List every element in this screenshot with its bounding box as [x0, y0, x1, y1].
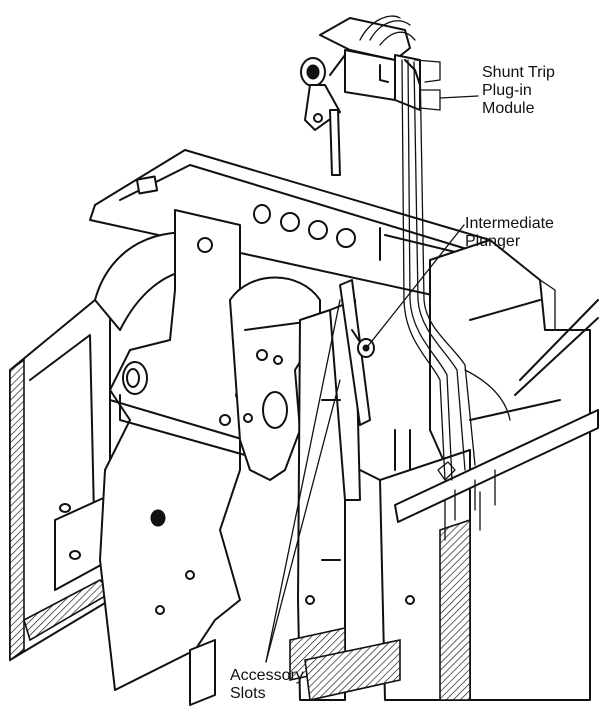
housing-top — [89, 149, 491, 301]
leader-accessory-slots-1 — [265, 299, 341, 663]
leader-lines — [265, 95, 479, 663]
accessory-bar — [394, 409, 599, 541]
leader-accessory-slots-2 — [265, 379, 341, 663]
left-housing — [9, 299, 114, 662]
shunt-trip-module — [300, 15, 441, 176]
label-shunt-trip-module: Shunt Trip Plug-in Module — [482, 64, 555, 117]
shunt-trip-wires — [401, 59, 511, 481]
leader-intermediate-plunger — [367, 224, 465, 347]
leader-shunt-trip — [439, 95, 479, 99]
label-accessory-slots: Accessory Slots — [230, 667, 304, 702]
label-intermediate-plunger: Intermediate Plunger — [465, 215, 554, 250]
top-openings — [253, 204, 356, 248]
